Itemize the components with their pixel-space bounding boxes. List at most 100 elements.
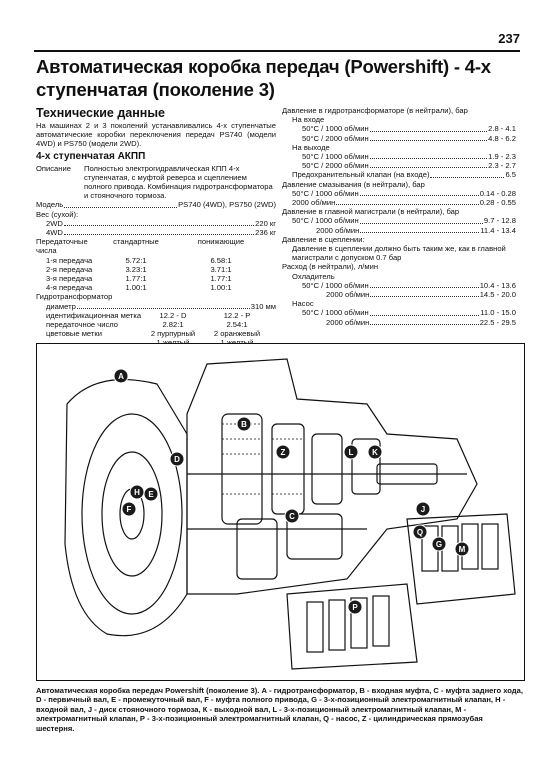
outlet-1000-value: 1.9 - 2.3 — [488, 152, 516, 162]
callout-label: F — [127, 505, 132, 514]
converter-label: Гидротрансформатор — [36, 292, 113, 302]
ratio-cell: 3-я передача — [46, 274, 93, 284]
model-label: Модель — [36, 200, 64, 210]
pump-2000-label: 2000 об/мин — [326, 317, 370, 327]
marks-low-1: 2 оранжевый — [213, 329, 261, 339]
tech-intro: На машинах 2 и 3 поколений устанавливали… — [36, 121, 276, 149]
inlet-2000-value: 4.8 - 6.2 — [488, 133, 516, 143]
model-value: PS740 (4WD), PS750 (2WD) — [178, 200, 276, 210]
ratio-cell: 1.00:1 — [210, 283, 232, 293]
ratios-table: Передаточные числа стандартные понижающи… — [36, 237, 276, 292]
ratio-cell: 4-я передача — [46, 283, 93, 293]
ratio-cell: 1-я передача — [46, 255, 93, 265]
marks-std-2: 1 желтый — [148, 338, 198, 347]
callout-label: C — [289, 512, 295, 521]
pump-1000-row: 50°C / 1000 об/мин 11.0 - 15.0 — [282, 308, 516, 317]
callout-label: A — [118, 372, 124, 381]
cooler-2000-label: 2000 об/мин — [326, 290, 370, 300]
tech-heading: Технические данные — [36, 106, 165, 120]
callout-label: H — [134, 488, 140, 497]
ratio-cell: 1.00:1 — [125, 283, 147, 293]
cooler-2000-value: 14.5 - 20.0 — [479, 290, 516, 300]
cooler-1000-value: 10.4 - 13.6 — [479, 280, 516, 290]
pump-1000-label: 50°C / 1000 об/мин — [302, 308, 369, 318]
cooler-1000-label: 50°C / 1000 об/мин — [302, 280, 369, 290]
ratio-cell: 3.23:1 — [125, 264, 147, 274]
page-title: Автоматическая коробка передач (Powershi… — [36, 56, 491, 100]
ratio-cell: 1.77:1 — [210, 274, 232, 284]
lube-2000-value: 0.28 - 0.55 — [479, 198, 516, 208]
callout-p — [347, 599, 363, 615]
marks-low-2: 1 желтый — [198, 338, 276, 347]
marks-std-1: 2 пурпурный — [150, 329, 196, 339]
torque-converter — [81, 413, 183, 615]
ratio-cell: 2-я передача — [46, 264, 93, 274]
flow-title: Расход (в нейтрали), л/мин — [282, 262, 379, 272]
pressure-column: Давление в гидротрансформаторе (в нейтра… — [282, 106, 516, 327]
inlet-label: На входе — [292, 115, 325, 125]
pump-1000-value: 11.0 - 15.0 — [480, 308, 516, 318]
page-number: 237 — [498, 31, 520, 46]
gt-pressure-title: Давление в гидротрансформаторе (в нейтра… — [282, 106, 468, 115]
callout-label: L — [349, 448, 354, 457]
valve-block — [286, 513, 516, 670]
weight-4wd-label: 4WD — [46, 228, 63, 238]
converter-table: идентификационная метка 12.2 - D 12.2 - … — [36, 311, 276, 348]
main-2000-value: 11.4 - 13.4 — [480, 225, 516, 235]
weight-2wd-label: 2WD — [46, 218, 63, 228]
cooler-label: Охладитель — [292, 271, 335, 281]
callout-a — [113, 368, 129, 384]
callout-label: B — [241, 420, 247, 429]
callout-z — [275, 444, 291, 460]
ident-label: идентификационная метка — [46, 310, 142, 320]
weight-label: Вес (сухой): — [36, 209, 79, 219]
callout-l — [343, 444, 359, 460]
outlet-2000-value: 2.3 - 2.7 — [488, 161, 516, 171]
figure-caption: Автоматическая коробка передач Powershif… — [36, 686, 523, 733]
callout-label: E — [148, 490, 154, 499]
callout-label: D — [174, 455, 180, 464]
callout-label: M — [459, 545, 466, 554]
tech-data-column: Технические данные На машинах 2 и 3 поко… — [36, 106, 276, 348]
description-label: Описание — [36, 163, 71, 173]
outlet-1000-label: 50°C / 1000 об/мин — [302, 152, 369, 162]
callout-label: P — [352, 603, 358, 612]
description-row: Описание Полностью электрогидравлическая… — [36, 164, 276, 201]
clutch-title: Давление в сцеплении: — [282, 234, 365, 244]
diameter-value: 310 мм — [250, 301, 276, 311]
conv-ratio-label: передаточное число — [46, 320, 118, 330]
callout-d — [169, 451, 185, 467]
pump-label: Насос — [292, 299, 314, 309]
lube-2000-label: 2000 об/мин — [292, 198, 336, 208]
main-1000-label: 50°C / 1000 об/мин — [292, 216, 359, 226]
inlet-1000-label: 50°C / 1000 об/мин — [302, 124, 369, 134]
callout-q — [412, 524, 428, 540]
inlet-1000-value: 2.8 - 4.1 — [488, 124, 516, 134]
relief-label: Предохранительный клапан (на входе) — [292, 170, 430, 180]
lube-1000-value: 0.14 - 0.28 — [479, 188, 516, 198]
akpp-heading: 4-х ступенчатая АКПП — [36, 150, 146, 162]
callout-label: G — [436, 540, 442, 549]
ident-value-low: 12.2 - P — [223, 310, 251, 320]
callout-f — [121, 501, 137, 517]
main-line-title: Давление в главной магистрали (в нейтрал… — [282, 207, 460, 217]
callout-b — [236, 416, 252, 432]
ratio-cell: 5.72:1 — [125, 255, 147, 265]
main-2000-label: 2000 об/мин — [316, 225, 360, 235]
ratio-cell: 1.77:1 — [125, 274, 147, 284]
header-rule — [34, 50, 520, 52]
inlet-1000-row: 50°C / 1000 об/мин 2.8 - 4.1 — [282, 124, 516, 133]
ratio-cell: 6.58:1 — [210, 255, 232, 265]
description-text: Полностью электрогидравлическая КПП 4-х … — [84, 163, 273, 201]
callout-label: Z — [281, 448, 286, 457]
ratio-header-cell: Передаточные числа — [36, 237, 88, 256]
model-row: Модель PS740 (4WD), PS750 (2WD) — [36, 200, 276, 209]
outlet-label: На выходе — [292, 142, 330, 152]
